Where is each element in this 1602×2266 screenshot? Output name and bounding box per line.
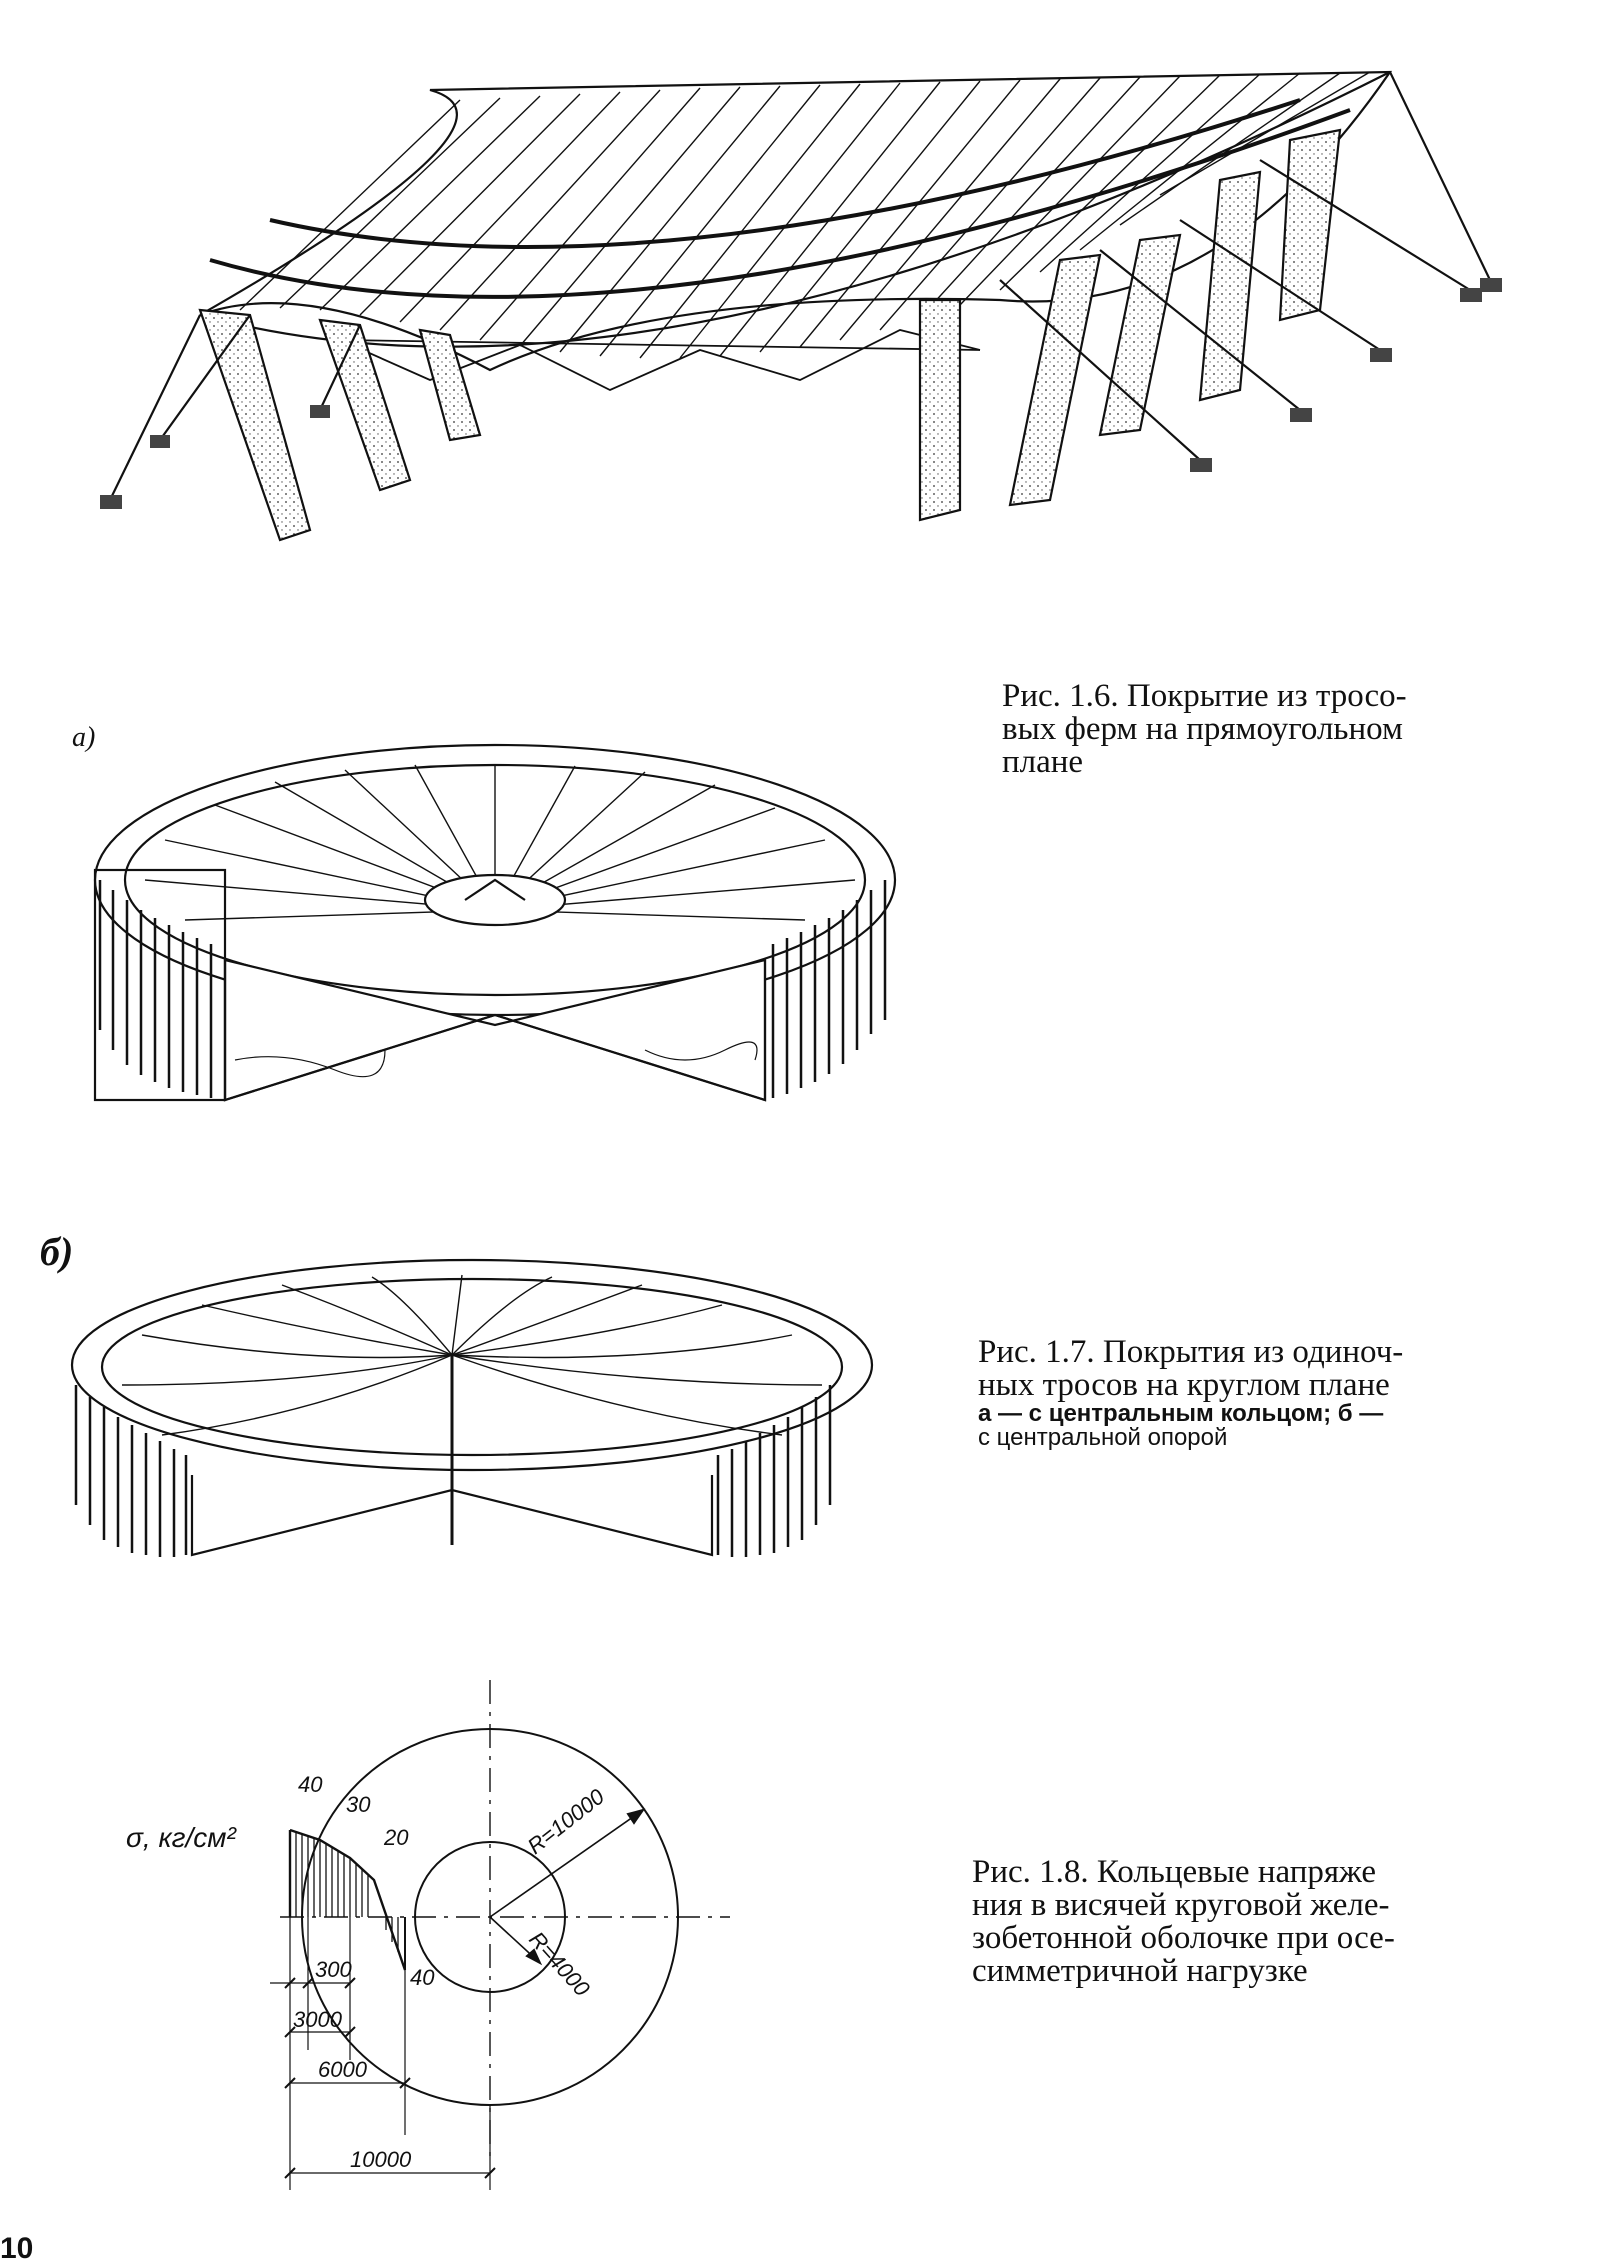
caption-line: Рис. 1.8. Кольцевые напряже [972,1854,1377,1890]
caption-line: ния в висячей круговой желе- [972,1887,1390,1923]
radius-inner-label: R=4000 [524,1927,595,2002]
stress-label-40-bottom: 40 [410,1965,435,1990]
figure-1-8-drawing: 40 30 20 40 R=10000 R=4000 300 3000 6000… [270,1680,730,2190]
figure-1-7b-drawing [70,1258,874,1557]
caption-line: а — с центральным кольцом; б — [978,1400,1384,1427]
caption-line: с центральной опорой [978,1424,1228,1451]
stress-label-30: 30 [346,1792,371,1817]
figure-1-7a-drawing [93,743,897,1102]
dimension-10000: 10000 [350,2147,412,2172]
caption-line: Рис. 1.6. Покрытие из тросо- [1002,678,1407,714]
figure-1-7-caption: Рис. 1.7. Покрытия из одиноч- ных тросов… [978,1336,1403,1450]
page-number: 10 [0,2232,34,2265]
dimension-3000: 3000 [293,2007,343,2032]
figure-1-7b-label: б) [40,1229,74,1274]
caption-line: ных тросов на круглом плане [978,1367,1390,1403]
caption-line: симметричной нагрузке [972,1953,1308,1989]
figure-1-6-drawing [100,70,1502,542]
dimension-300: 300 [315,1957,352,1982]
figure-1-6-caption: Рис. 1.6. Покрытие из тросо- вых ферм на… [1002,680,1407,779]
stress-label-20: 20 [383,1825,409,1850]
stress-label-40-top: 40 [298,1772,323,1797]
dimension-6000: 6000 [318,2057,368,2082]
caption-line: плане [1002,744,1084,780]
figure-1-7a-label: а) [72,722,96,753]
figure-1-8-caption: Рис. 1.8. Кольцевые напряже ния в висяче… [972,1856,1395,1988]
sigma-axis-label: σ, кг/см² [126,1822,236,1853]
caption-line: вых ферм на прямоугольном [1002,711,1403,747]
caption-line: зобетонной оболочке при осе- [972,1920,1395,1956]
caption-line: Рис. 1.7. Покрытия из одиноч- [978,1334,1404,1370]
radius-outer-label: R=10000 [523,1783,610,1859]
